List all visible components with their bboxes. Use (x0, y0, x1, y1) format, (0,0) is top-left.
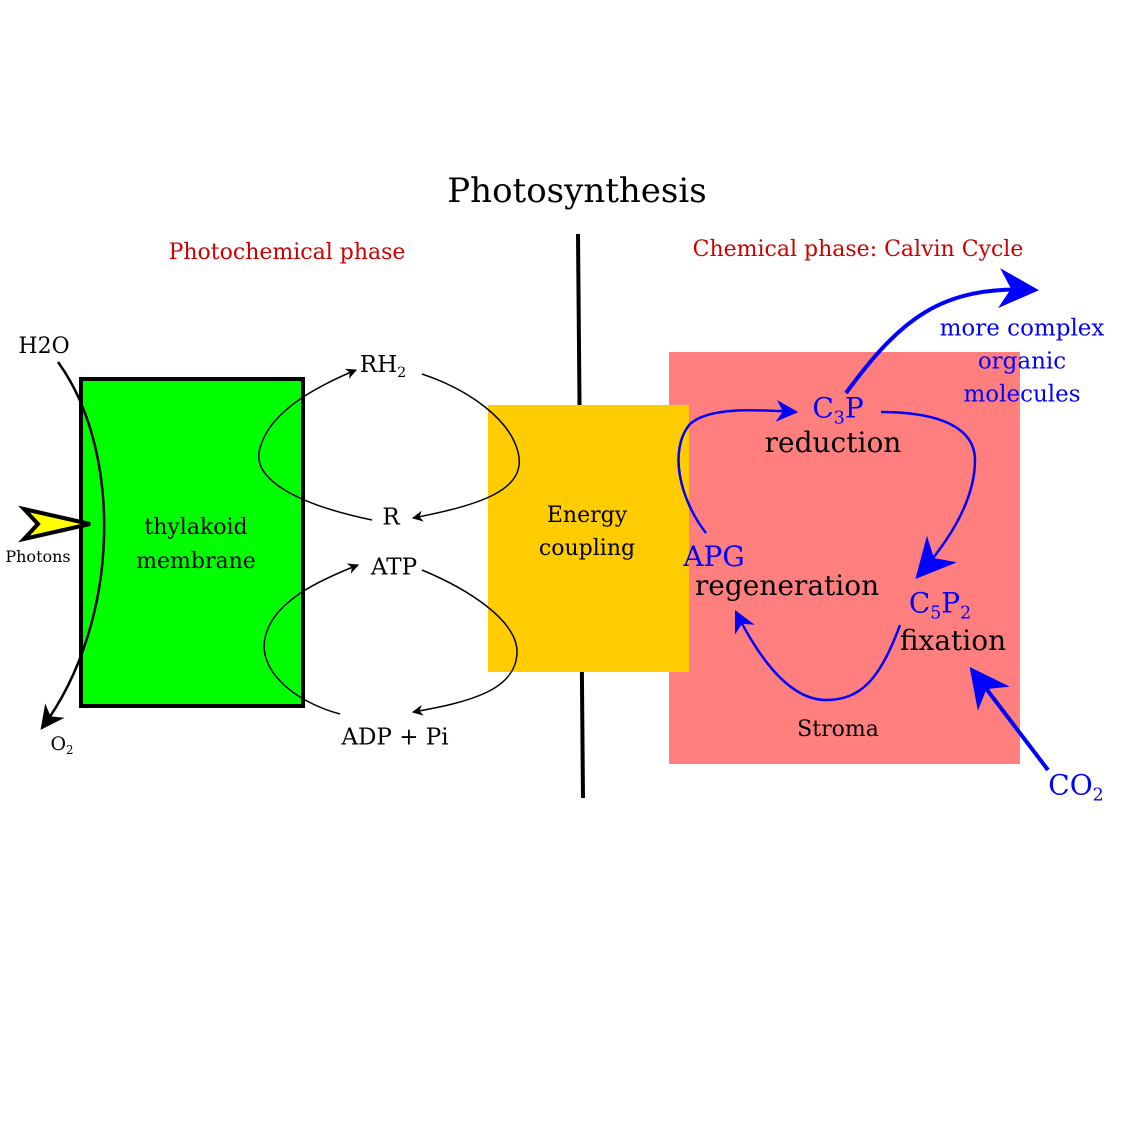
c5p2-label: C5P2 (908, 586, 972, 624)
r-label: R (382, 504, 400, 531)
chemical-phase-label: Chemical phase: Calvin Cycle (692, 237, 1024, 262)
stroma-block (669, 352, 1020, 764)
apg-to-c3p-arrow (677, 399, 799, 534)
complex-molecules-line1: more complex (939, 315, 1105, 342)
atp-label: ATP (370, 554, 418, 581)
c3p-label: C3P (812, 391, 864, 429)
photochemical-phase-label: Photochemical phase (168, 240, 406, 265)
apg-label: APG (683, 540, 745, 573)
complex-molecules-line3: molecules (963, 381, 1081, 408)
rh2-to-r-arrow (411, 373, 521, 522)
diagram-title: Photosynthesis (447, 171, 707, 211)
r-to-rh2-arrow (257, 368, 373, 521)
regeneration-label: regeneration (694, 569, 880, 602)
energy-coupling-line2: coupling (538, 536, 636, 561)
water-label: H2O (18, 334, 70, 359)
membrane-label-line1: thylakoid (144, 515, 248, 540)
water-to-oxygen-arrow (40, 361, 106, 730)
c5p2-to-regeneration-arrow (734, 610, 902, 702)
energy-coupling-line1: Energy (546, 503, 628, 528)
energy-coupling-block (488, 405, 689, 672)
adp-pi-label: ADP + Pi (341, 724, 449, 751)
co2-to-fixation-arrow (969, 666, 1050, 772)
membrane-label-line2: membrane (136, 549, 256, 574)
adp-to-atp-arrow (263, 563, 360, 715)
oxygen-label: O2 (50, 733, 74, 758)
photon-arrow-icon (18, 505, 91, 543)
c3p-to-c5p2-arrow (880, 410, 977, 579)
c3p-to-complex-molecules-arrow (844, 268, 1039, 395)
fixation-label: fixation (899, 624, 1007, 657)
rh2-label: RH2 (359, 351, 407, 381)
photons-label: Photons (5, 547, 71, 566)
atp-to-adp-arrow (411, 569, 518, 716)
stroma-label: Stroma (797, 717, 879, 742)
reduction-label: reduction (764, 426, 902, 459)
complex-molecules-line2: organic (977, 348, 1067, 375)
co2-label: CO2 (1048, 768, 1104, 806)
